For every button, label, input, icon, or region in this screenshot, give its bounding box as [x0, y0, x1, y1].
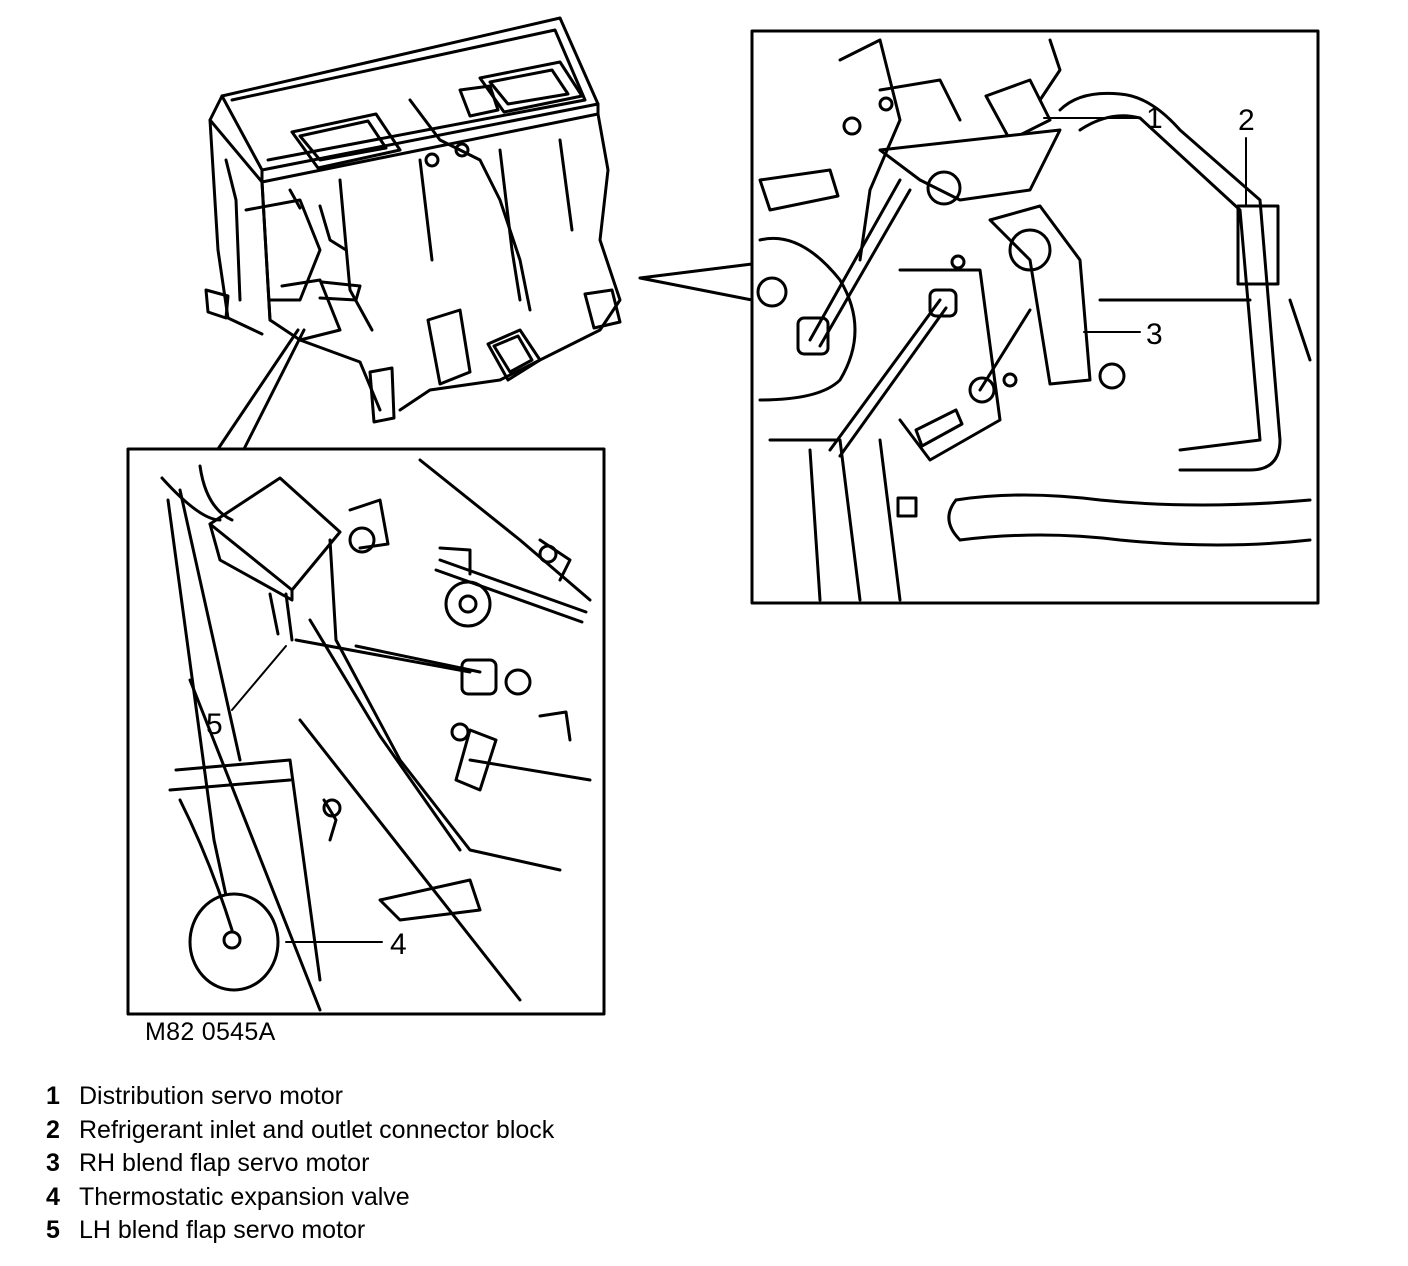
lh-detail-inset	[126, 328, 606, 1016]
legend-label: LH blend flap servo motor	[79, 1216, 366, 1244]
callout-1: 1	[1146, 102, 1163, 135]
legend-item: 3 RH blend flap servo motor	[46, 1147, 554, 1181]
legend-number: 1	[46, 1082, 60, 1110]
callout-3: 3	[1146, 318, 1163, 351]
callout-5: 5	[206, 708, 223, 741]
callout-legend: 1 Distribution servo motor 2 Refrigerant i…	[46, 1080, 554, 1248]
legend-item: 1 Distribution servo motor	[46, 1080, 554, 1114]
heater-assembly-illustration	[204, 16, 622, 424]
legend-item: 5 LH blend flap servo motor	[46, 1214, 554, 1248]
legend-item: 2 Refrigerant inlet and outlet connector …	[46, 1114, 554, 1148]
legend-number: 2	[46, 1115, 60, 1144]
rh-detail-inset	[638, 29, 1320, 605]
legend-number: 3	[46, 1149, 60, 1177]
legend-label: Distribution servo motor	[79, 1082, 343, 1110]
figure-reference: M82 0545A	[145, 1018, 276, 1046]
callout-2: 2	[1238, 104, 1255, 137]
legend-label: Refrigerant inlet and outlet connector b…	[79, 1115, 555, 1144]
legend-label: RH blend flap servo motor	[79, 1149, 370, 1177]
legend-label: Thermostatic expansion valve	[79, 1182, 410, 1211]
legend-number: 5	[46, 1216, 60, 1244]
legend-item: 4 Thermostatic expansion valve	[46, 1181, 554, 1215]
callout-4: 4	[390, 928, 407, 961]
legend-number: 4	[46, 1182, 60, 1211]
